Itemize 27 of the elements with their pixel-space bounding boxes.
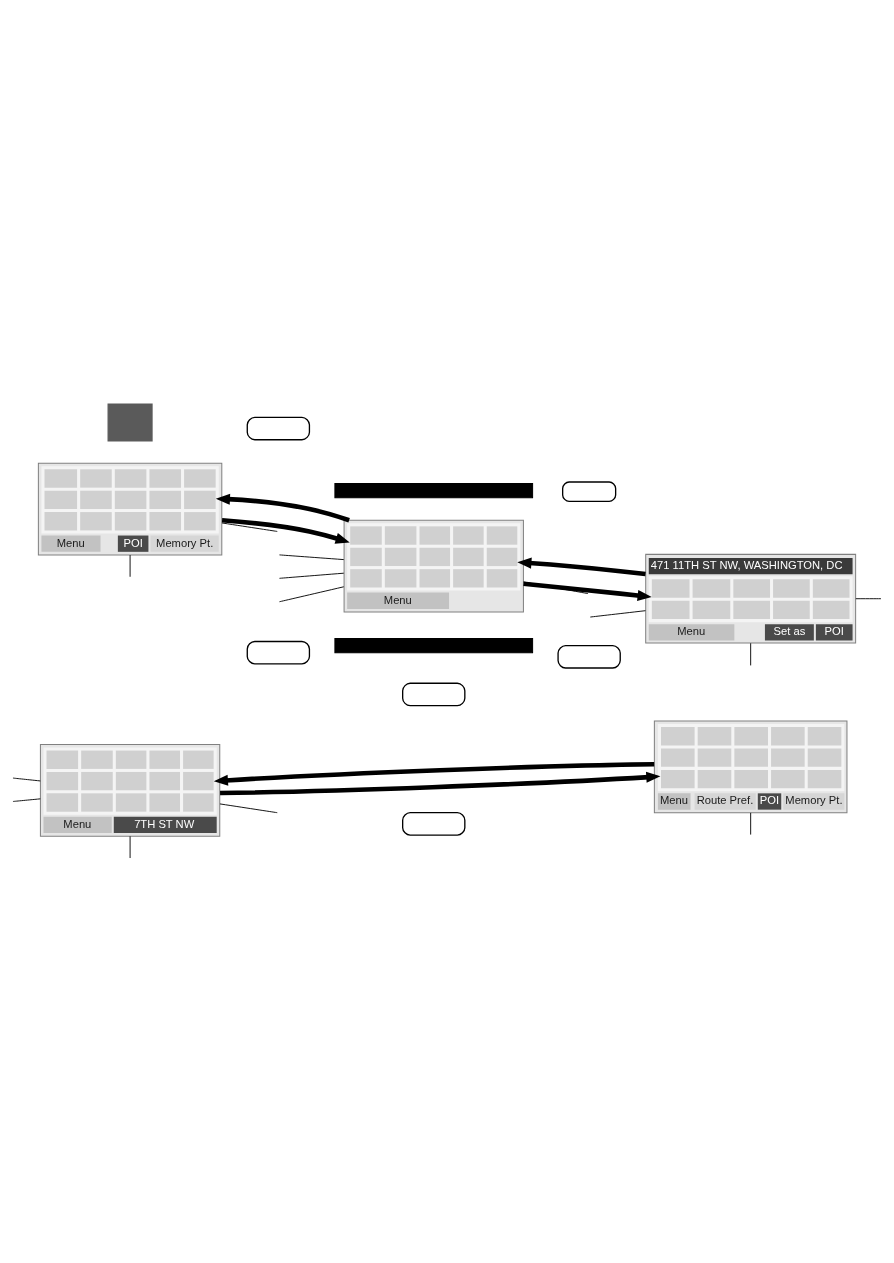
connector [221, 522, 278, 532]
arrow [517, 557, 646, 577]
connector [279, 572, 345, 579]
node-box [246, 416, 311, 441]
node-box [402, 812, 466, 836]
arrow [523, 581, 652, 602]
connector [589, 610, 646, 618]
node-box [246, 640, 311, 665]
node-box [107, 403, 153, 442]
connector [279, 554, 345, 561]
node-box [402, 682, 466, 707]
node-box [562, 481, 617, 503]
connector [12, 777, 41, 782]
connector [855, 598, 882, 600]
connector [219, 803, 278, 814]
node-box [557, 644, 621, 669]
arrow [220, 771, 661, 796]
arrow [213, 761, 655, 786]
connector [750, 642, 752, 666]
arrow [215, 493, 350, 523]
node-bar [334, 637, 534, 654]
arrow [221, 518, 350, 544]
node-bar [334, 483, 534, 499]
connector [279, 586, 345, 603]
connector [750, 812, 752, 836]
connector [12, 798, 41, 802]
connector [523, 581, 589, 595]
